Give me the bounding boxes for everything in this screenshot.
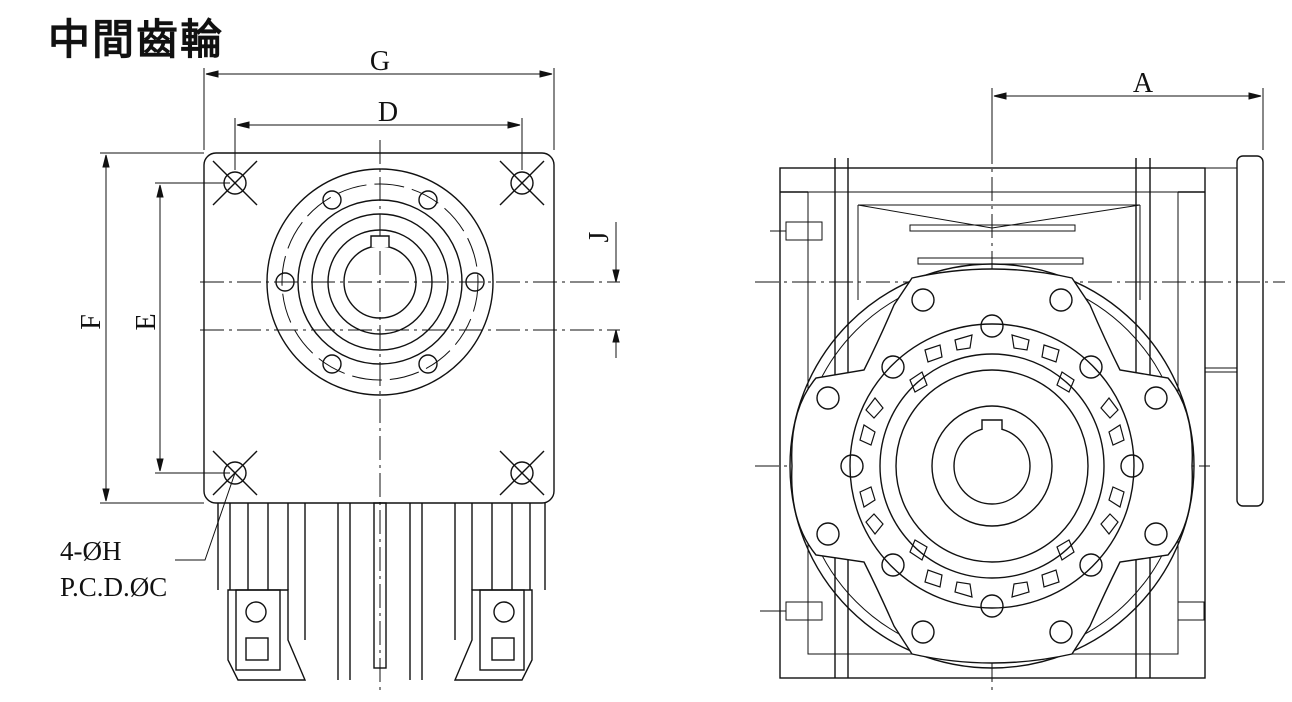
label-j: J (584, 231, 615, 242)
label-f: F (76, 314, 107, 330)
page-title: 中間齒輪 (48, 15, 225, 64)
dimension-d (234, 118, 523, 170)
corner-holes (212, 160, 545, 496)
dimension-a (991, 88, 1264, 150)
label-d: D (378, 97, 398, 128)
dimension-j (612, 222, 620, 358)
label-e: E (131, 313, 162, 330)
dimension-e (155, 182, 230, 474)
dimension-g (203, 68, 555, 150)
ring-slots (859, 334, 1125, 598)
dimension-f (100, 152, 204, 504)
side-view (755, 88, 1285, 695)
label-pcd: P.C.D.ØC (60, 572, 167, 602)
flange-outline (203, 152, 555, 504)
gearbox-base (217, 502, 546, 681)
label-g: G (370, 46, 390, 77)
input-flange (266, 168, 494, 396)
label-holes: 4-ØH (60, 536, 122, 566)
label-a: A (1133, 68, 1154, 99)
hole-leader (175, 472, 236, 561)
front-view (100, 68, 620, 695)
